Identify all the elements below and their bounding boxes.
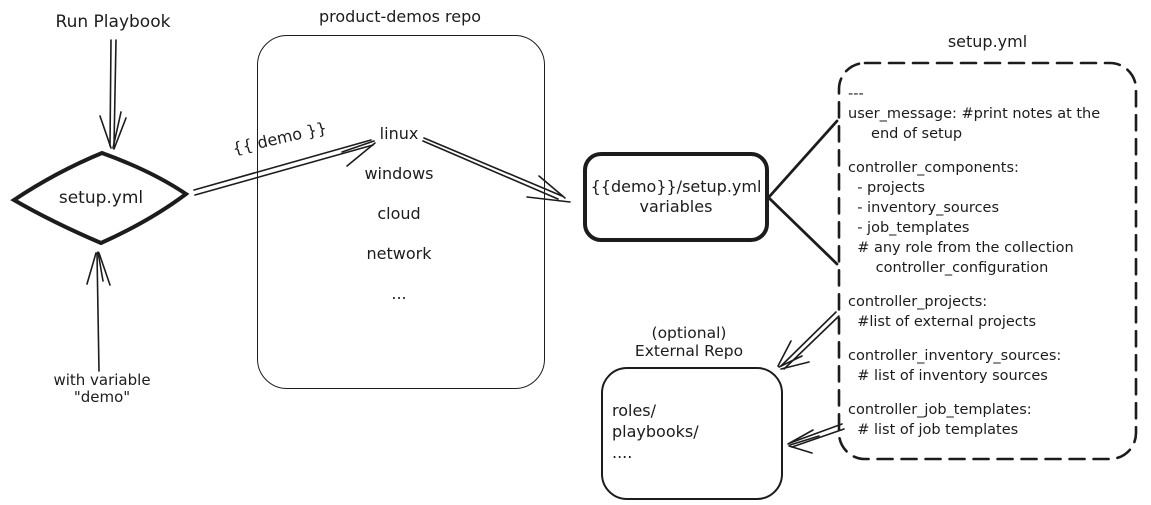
external-repo-line-playbooks: playbooks/ (612, 422, 699, 441)
projects-to-external-arrow (777, 311, 840, 370)
with-variable-label: with variable "demo" (28, 372, 176, 406)
setup-yml-line: end of setup (848, 126, 963, 142)
run-playbook-label: Run Playbook (55, 12, 171, 32)
setup-yml-diamond (10, 150, 190, 246)
setup-yml-line: - projects (848, 180, 925, 196)
setup-yml-line: controller_projects: (848, 294, 988, 310)
setup-yml-line: user_message: #print notes at the (848, 106, 1101, 122)
setup-yml-line (848, 278, 1130, 292)
external-repo-title-line1: (optional) (651, 324, 727, 342)
with-variable-line1: with variable (53, 371, 151, 389)
run-playbook-arrow (99, 39, 127, 150)
setup-yml-line: # list of inventory sources (848, 368, 1048, 384)
external-repo-box (601, 367, 783, 500)
setup-yml-line (848, 386, 1130, 400)
repo-item-ellipsis: ... (391, 284, 407, 303)
setup-yml-line: controller_configuration (848, 260, 1049, 276)
external-repo-content: roles/ playbooks/ .... (612, 400, 762, 463)
setup-yml-line: - job_templates (848, 220, 970, 236)
demo-arrow (193, 139, 376, 196)
repo-item-cloud: cloud (377, 204, 421, 223)
with-variable-line2: "demo" (73, 388, 131, 406)
external-repo-title: (optional) External Repo (605, 324, 773, 360)
setup-yml-line: # any role from the collection (848, 240, 1074, 256)
setup-yml-line (848, 144, 1130, 158)
variables-box-line2: variables (639, 197, 713, 216)
with-variable-arrow (86, 251, 111, 372)
linux-to-variables-arrow (422, 137, 571, 203)
setup-yml-line: #list of external projects (848, 314, 1037, 330)
diamond-label: setup.yml (58, 188, 144, 208)
external-repo-line-ellipsis: .... (612, 443, 633, 462)
setup-yml-line: controller_inventory_sources: (848, 348, 1062, 364)
job-templates-to-external-arrow (787, 423, 845, 454)
repo-item-list: linux windows cloud network ... (329, 124, 469, 324)
setup-yml-line: # list of job templates (848, 422, 1019, 438)
setup-yml-line: controller_components: (848, 160, 1019, 176)
variables-box: {{demo}}/setup.yml variables (583, 152, 769, 242)
setup-yml-line: --- (848, 86, 864, 102)
repo-title: product-demos repo (318, 7, 482, 26)
product-demos-repo-box (257, 35, 545, 389)
setup-yml-line: - inventory_sources (848, 200, 1000, 216)
setup-yml-title: setup.yml (947, 32, 1028, 51)
setup-yml-line (848, 332, 1130, 346)
repo-item-network: network (366, 244, 432, 263)
external-repo-line-roles: roles/ (612, 401, 657, 420)
repo-item-windows: windows (364, 164, 434, 183)
setup-yml-dashed-box (837, 61, 1138, 461)
variables-box-line1: {{demo}}/setup.yml (590, 177, 762, 196)
setup-yml-content: --- user_message: #print notes at the en… (848, 84, 1130, 440)
variables-to-file-fan (767, 119, 839, 266)
repo-item-linux: linux (379, 124, 419, 143)
external-repo-title-line2: External Repo (634, 342, 744, 360)
setup-yml-line: controller_job_templates: (848, 402, 1032, 418)
